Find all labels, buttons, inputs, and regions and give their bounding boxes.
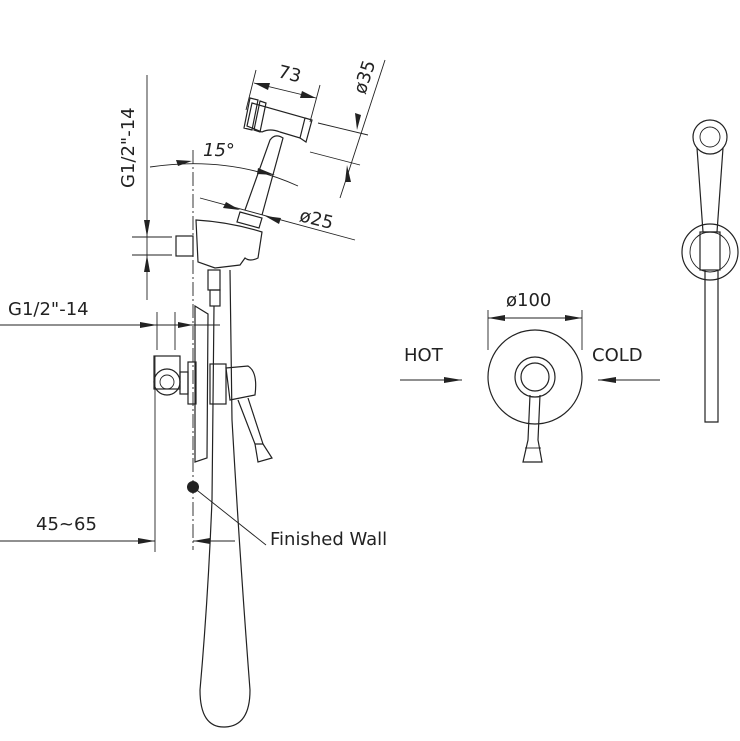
thread-dimension-horizontal: G1/2"-14 bbox=[0, 299, 220, 350]
front-view: ø100 HOT COLD bbox=[400, 290, 660, 463]
lever-front bbox=[522, 394, 543, 463]
depth-label: 45~65 bbox=[36, 514, 97, 535]
thread-label-vertical: G1/2"-14 bbox=[118, 107, 139, 188]
head-diameter-label: ø35 bbox=[350, 58, 380, 97]
plate-diameter-label: ø100 bbox=[506, 290, 551, 311]
side-view: G1/2"-14 15° 73 bbox=[0, 58, 387, 728]
hand-shower-front-view bbox=[681, 119, 739, 423]
handle-diameter-label: ø25 bbox=[297, 205, 335, 234]
handle-diameter-dimension: ø25 bbox=[199, 197, 356, 241]
hose bbox=[199, 269, 251, 728]
finished-wall-label: Finished Wall bbox=[270, 529, 387, 550]
angle-label: 15° bbox=[203, 140, 235, 161]
cold-label: COLD bbox=[592, 345, 643, 366]
depth-dimension: 45~65 bbox=[0, 356, 235, 552]
valve-body-side bbox=[153, 304, 273, 463]
cover-plate bbox=[487, 329, 583, 425]
angle-dimension: 15° bbox=[149, 140, 299, 187]
hand-shower-side bbox=[236, 97, 313, 229]
head-diameter-dimension: ø35 bbox=[309, 58, 386, 199]
wall-bracket bbox=[175, 219, 263, 307]
thread-dimension-vertical: G1/2"-14 bbox=[118, 75, 172, 300]
length-label: 73 bbox=[276, 61, 303, 87]
hot-label: HOT bbox=[404, 345, 444, 366]
thread-label-horizontal: G1/2"-14 bbox=[8, 299, 89, 320]
